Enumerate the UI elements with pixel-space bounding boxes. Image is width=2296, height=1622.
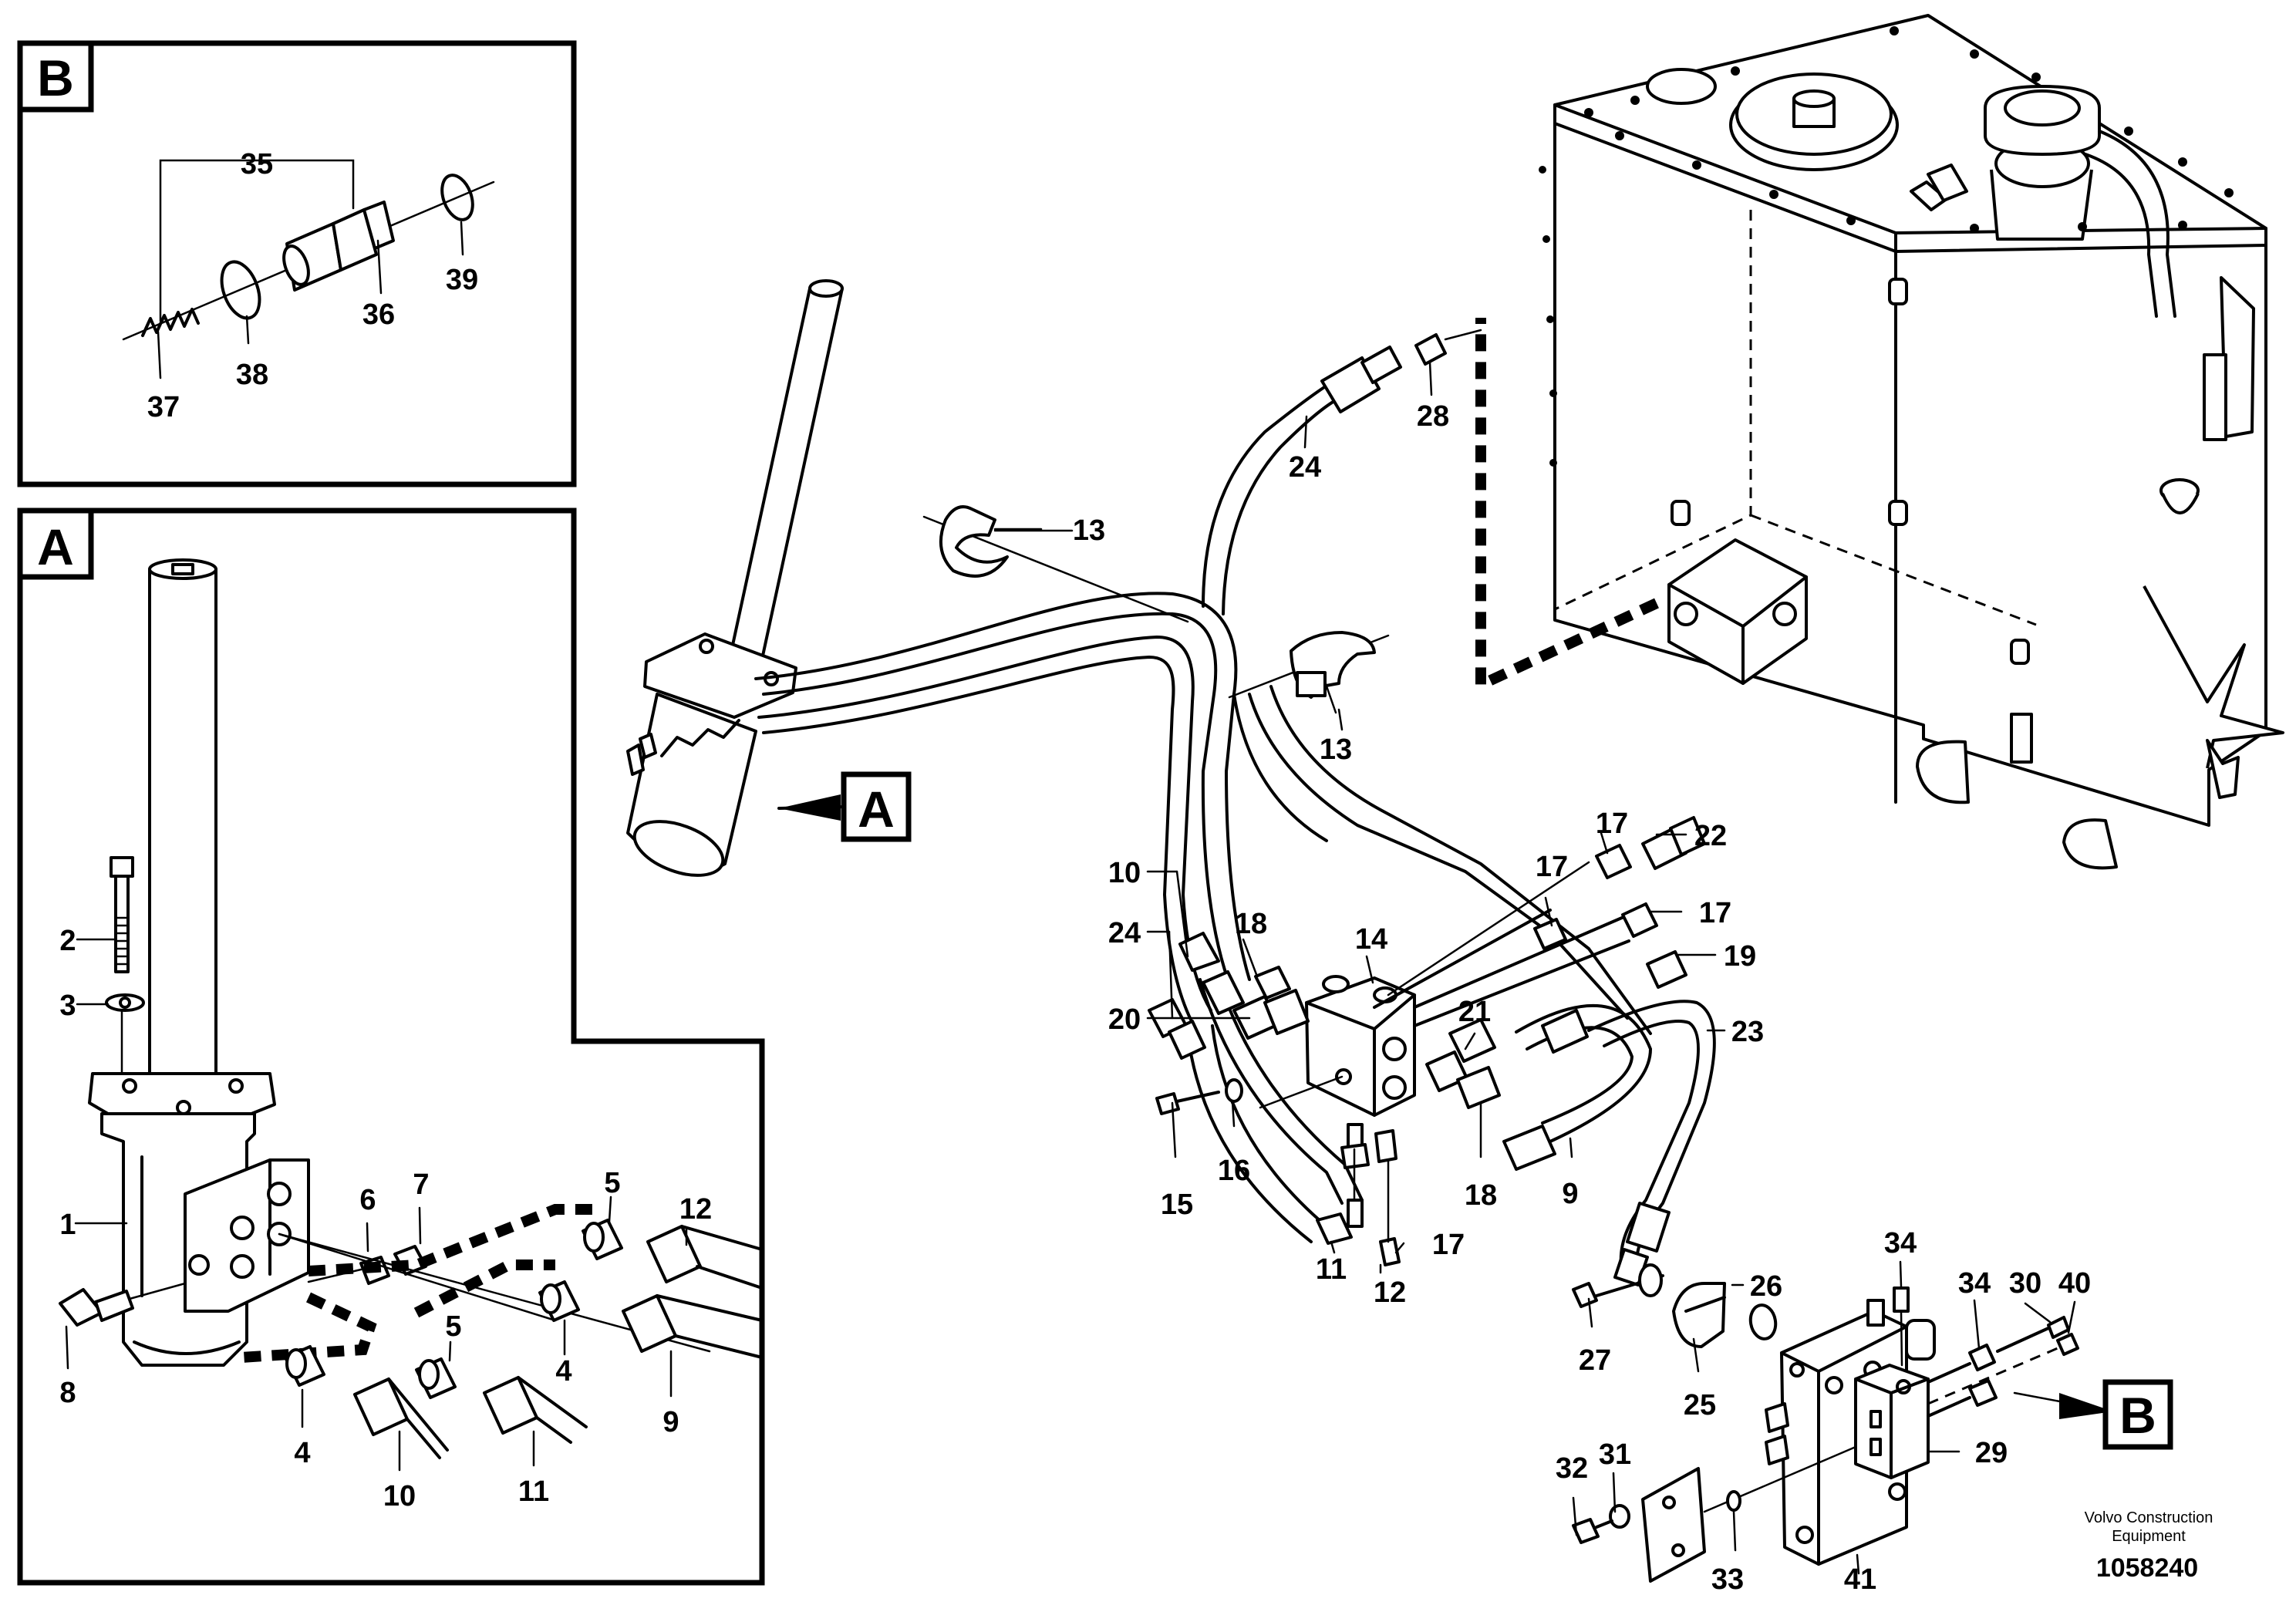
label-17-d: 17 <box>1432 1229 1465 1261</box>
tank-return-dashed <box>1475 324 1659 693</box>
valve-block-part-14 <box>1259 975 1416 1117</box>
label-7: 7 <box>413 1168 429 1201</box>
label-8: 8 <box>59 1377 76 1409</box>
o-ring-part-39 <box>440 174 474 221</box>
brand-line-2: Equipment <box>2112 1528 2186 1545</box>
label-40: 40 <box>2058 1267 2091 1300</box>
hose-part-10-detail <box>353 1378 449 1459</box>
switch-part-36 <box>282 201 395 292</box>
label-39: 39 <box>446 264 478 296</box>
label-5-upper: 5 <box>604 1167 620 1199</box>
detail-b-tag: B <box>37 49 74 106</box>
label-24-upper: 24 <box>1289 451 1321 484</box>
hose-bundle <box>754 329 1716 1286</box>
valve-fittings <box>1148 816 1706 1266</box>
label-31: 31 <box>1599 1438 1631 1471</box>
label-17-b: 17 <box>1536 851 1568 883</box>
label-16: 16 <box>1218 1155 1250 1187</box>
clamp-part-13-upper <box>922 505 1189 623</box>
clamp-part-13-lower <box>1228 631 1390 714</box>
callout-b: B <box>2013 1379 2173 1450</box>
label-41: 41 <box>1844 1563 1876 1596</box>
main-labels: 13 13 24 28 10 24 18 20 14 17 22 17 17 1… <box>1073 400 2091 1596</box>
spring-part-37 <box>141 308 200 337</box>
label-4-right: 4 <box>555 1355 571 1388</box>
label-15: 15 <box>1161 1189 1193 1221</box>
label-18-upper: 18 <box>1235 908 1267 940</box>
label-23: 23 <box>1731 1016 1764 1048</box>
label-5-lower: 5 <box>445 1310 461 1343</box>
label-10-main: 10 <box>1108 857 1141 889</box>
label-3: 3 <box>59 990 76 1022</box>
label-12-detail: 12 <box>679 1193 712 1226</box>
label-18-lower: 18 <box>1465 1179 1497 1212</box>
label-34-top: 34 <box>1884 1227 1917 1259</box>
label-11-detail: 11 <box>518 1475 549 1508</box>
label-24-lower: 24 <box>1108 917 1141 949</box>
fitting-part-4-right <box>538 1280 580 1322</box>
callout-a-text: A <box>858 781 895 838</box>
label-9-main: 9 <box>1562 1178 1578 1210</box>
footer-brand: Volvo Construction Equipment 1058240 <box>2085 1509 2213 1583</box>
label-32: 32 <box>1556 1452 1588 1485</box>
hydraulic-tank <box>1539 14 2284 870</box>
small-parts-lower <box>1572 1263 2079 1583</box>
label-2: 2 <box>59 925 76 957</box>
leader-lines <box>993 361 2076 1575</box>
label-1: 1 <box>59 1209 76 1241</box>
label-4-left: 4 <box>294 1437 310 1469</box>
label-38: 38 <box>236 359 268 391</box>
o-ring-part-38 <box>220 260 261 320</box>
drawing-number: 1058240 <box>2096 1553 2198 1583</box>
block-part-29 <box>1854 1364 1930 1479</box>
sensor-part-8 <box>59 1282 187 1327</box>
label-20: 20 <box>1108 1003 1141 1036</box>
label-11-main: 11 <box>1316 1253 1347 1286</box>
fitting-part-5-lower <box>415 1357 457 1399</box>
label-22: 22 <box>1694 820 1727 852</box>
label-21: 21 <box>1458 996 1491 1028</box>
detail-a-steering-unit: 1 2 3 8 6 7 5 12 4 9 5 11 4 10 <box>59 558 764 1512</box>
fitting-part-5-upper <box>582 1219 623 1260</box>
label-19: 19 <box>1724 940 1756 973</box>
detail-a-tag: A <box>37 518 74 575</box>
bolt-part-2 <box>110 856 134 1075</box>
steering-column <box>626 279 844 877</box>
label-30: 30 <box>2009 1267 2041 1300</box>
label-9-detail: 9 <box>663 1406 679 1438</box>
label-13-upper: 13 <box>1073 514 1105 547</box>
detail-b-frame: B <box>17 40 577 487</box>
label-10-detail: 10 <box>383 1480 416 1512</box>
label-26: 26 <box>1750 1270 1782 1303</box>
hose-part-11-detail <box>483 1376 588 1444</box>
label-28: 28 <box>1417 400 1449 433</box>
label-12-main: 12 <box>1374 1276 1406 1309</box>
label-33: 33 <box>1711 1563 1744 1596</box>
label-25: 25 <box>1684 1389 1716 1421</box>
label-13-lower: 13 <box>1320 733 1352 766</box>
label-29: 29 <box>1975 1437 2008 1469</box>
label-14: 14 <box>1355 923 1387 956</box>
label-36: 36 <box>362 298 395 331</box>
label-17-c: 17 <box>1699 897 1731 929</box>
label-34-right: 34 <box>1958 1267 1991 1300</box>
callout-a: A <box>777 771 912 842</box>
brand-line-1: Volvo Construction <box>2085 1509 2213 1526</box>
fitting-part-4-left <box>284 1345 325 1387</box>
label-37: 37 <box>147 391 180 423</box>
hose-part-9-detail <box>622 1294 764 1359</box>
callout-b-text: B <box>2119 1387 2156 1444</box>
detail-a-frame: A <box>17 508 765 1586</box>
detail-b-switch: 35 36 37 38 39 <box>122 148 495 423</box>
label-35: 35 <box>241 148 273 180</box>
hose-part-12 <box>646 1225 764 1290</box>
label-6: 6 <box>359 1184 376 1216</box>
label-27: 27 <box>1579 1344 1611 1377</box>
label-17-a: 17 <box>1596 808 1628 840</box>
